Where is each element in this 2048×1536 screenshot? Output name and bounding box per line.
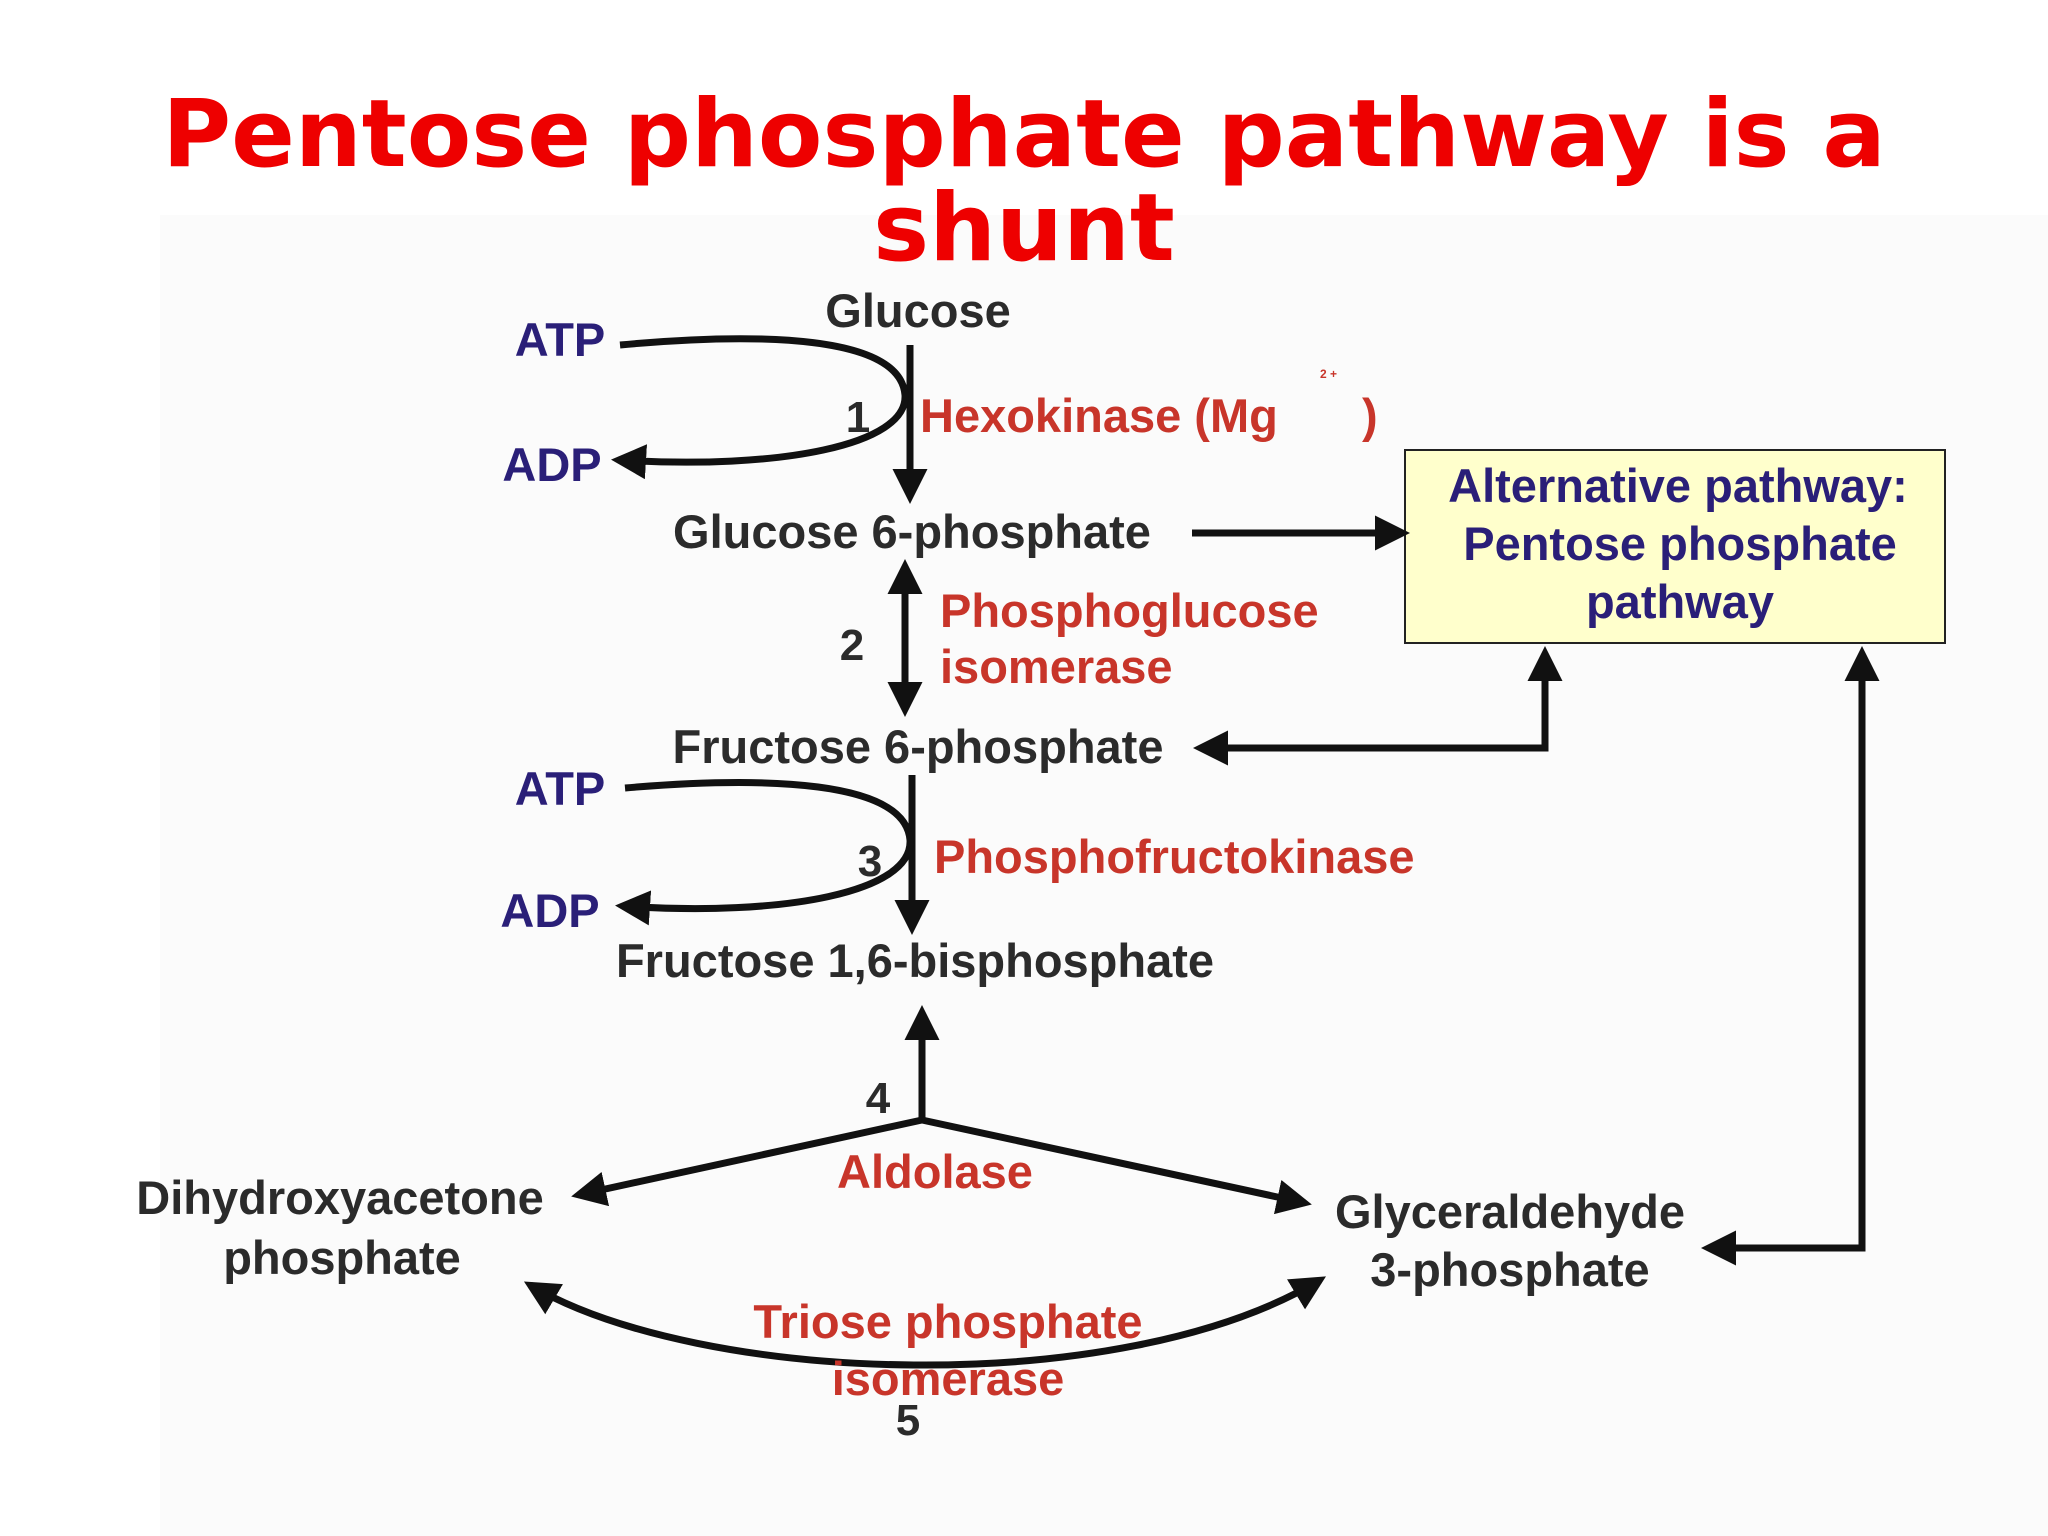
ppp-to-f6p-arrow xyxy=(1193,646,1563,766)
adp-label-1: ADP xyxy=(502,438,601,491)
aldolase-label: Aldolase xyxy=(837,1145,1033,1198)
hexokinase-label: Hexokinase (Mg xyxy=(920,389,1278,442)
dhap-label-line1: Dihydroxyacetone xyxy=(136,1171,543,1224)
alternative-box-line2: Pentose phosphate xyxy=(1463,517,1897,570)
alternative-box-line3: pathway xyxy=(1586,575,1774,628)
step-number-3: 3 xyxy=(858,837,882,886)
alternative-pathway-box xyxy=(1404,449,1946,644)
glucose-label: Glucose xyxy=(825,284,1010,337)
g3p-to-ppp-arrow xyxy=(1701,646,1880,1266)
phosphoglucose-isomerase-line1: Phosphoglucose xyxy=(940,584,1319,637)
dhap-label-line2: phosphate xyxy=(223,1231,461,1284)
atp-label-2: ATP xyxy=(515,762,606,815)
g3p-label-line2: 3-phosphate xyxy=(1370,1243,1649,1296)
tpi-curve-arrow xyxy=(523,1276,1327,1369)
phosphoglucose-isomerase-line2: isomerase xyxy=(940,640,1173,693)
atp-label-1: ATP xyxy=(515,313,606,366)
fructose-6-phosphate-label: Fructose 6-phosphate xyxy=(673,720,1164,773)
fructose-1-6-bisphosphate-label: Fructose 1,6-bisphosphate xyxy=(616,934,1214,987)
phosphofructokinase-label: Phosphofructokinase xyxy=(934,830,1415,883)
alternative-box-line1: Alternative pathway: xyxy=(1448,459,1908,512)
step-number-5: 5 xyxy=(896,1396,920,1445)
aldolase-to-g3p-arrow xyxy=(921,1116,1312,1215)
hexokinase-superscript: 2 + xyxy=(1320,367,1337,381)
step-number-2: 2 xyxy=(840,621,864,670)
step-number-4: 4 xyxy=(866,1074,891,1123)
tpi-label-line1: Triose phosphate xyxy=(753,1295,1142,1348)
atp-adp-curve-2 xyxy=(615,779,914,926)
adp-label-2: ADP xyxy=(500,884,599,937)
tpi-label-line2: isomerase xyxy=(832,1352,1065,1405)
aldolase-to-dhap-arrow xyxy=(571,1116,923,1207)
atp-adp-curve-1 xyxy=(611,335,909,480)
glucose-6-phosphate-label: Glucose 6-phosphate xyxy=(673,505,1151,558)
g3p-label-line1: Glyceraldehyde xyxy=(1335,1185,1685,1238)
slide-title: Pentose phosphate pathway is a shunt xyxy=(162,80,1886,283)
hexokinase-close-paren: ) xyxy=(1362,389,1378,442)
step-number-1: 1 xyxy=(846,393,870,442)
